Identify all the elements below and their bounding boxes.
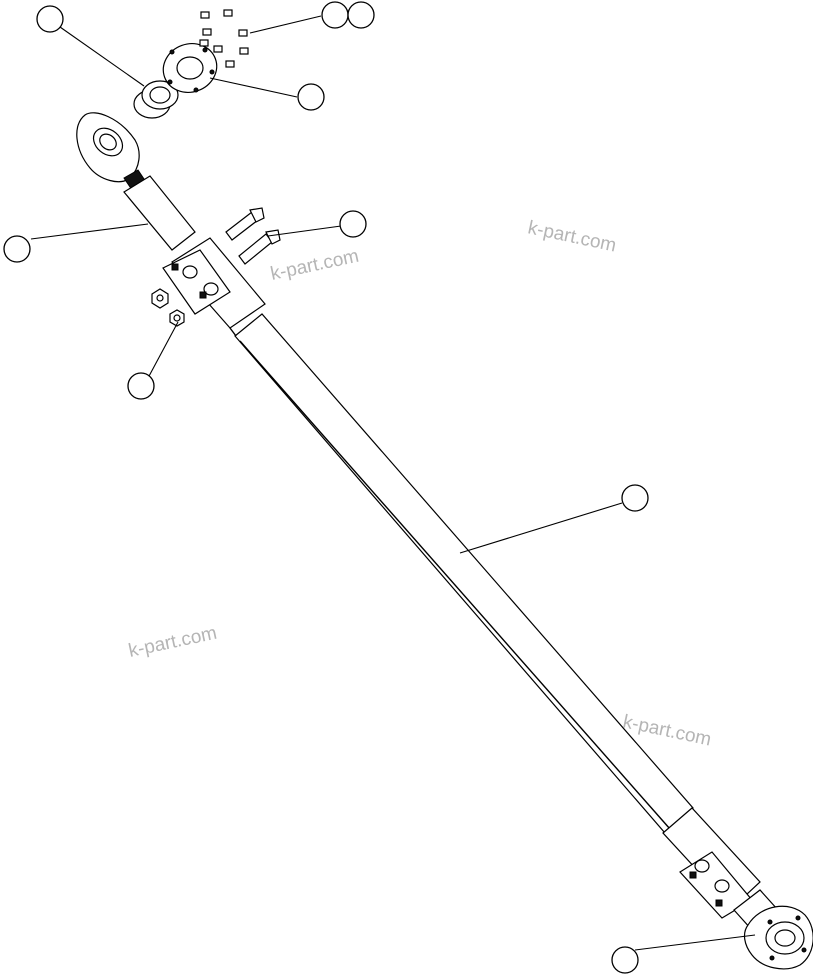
callout-nut (127, 372, 155, 400)
tie-rod-tube (234, 313, 694, 834)
watermark-text: k-part.com (127, 623, 219, 662)
callout-circles (3, 1, 649, 974)
lower-clamp-block (662, 807, 761, 919)
callout-flange (297, 83, 325, 111)
callout-screw-b (347, 1, 375, 29)
watermark-text: k-part.com (526, 217, 618, 256)
upper-rod-end (76, 112, 196, 251)
callout-rod-end-lower (611, 946, 639, 974)
bearing-bushing (133, 80, 179, 119)
upper-clamp-block (162, 237, 266, 337)
flange-screws (199, 9, 249, 68)
leader-lines (30, 15, 756, 951)
watermark-text: k-part.com (269, 246, 361, 285)
callout-bolt (339, 210, 367, 238)
callout-rod-end-upper (3, 235, 31, 263)
callout-screw-a (321, 1, 349, 29)
callout-bearing (36, 5, 64, 33)
clamp-bolts (225, 207, 281, 265)
flange-plate (162, 43, 218, 93)
lower-rod-end (733, 889, 813, 970)
clamp-nuts (151, 288, 185, 327)
callout-tube (621, 484, 649, 512)
